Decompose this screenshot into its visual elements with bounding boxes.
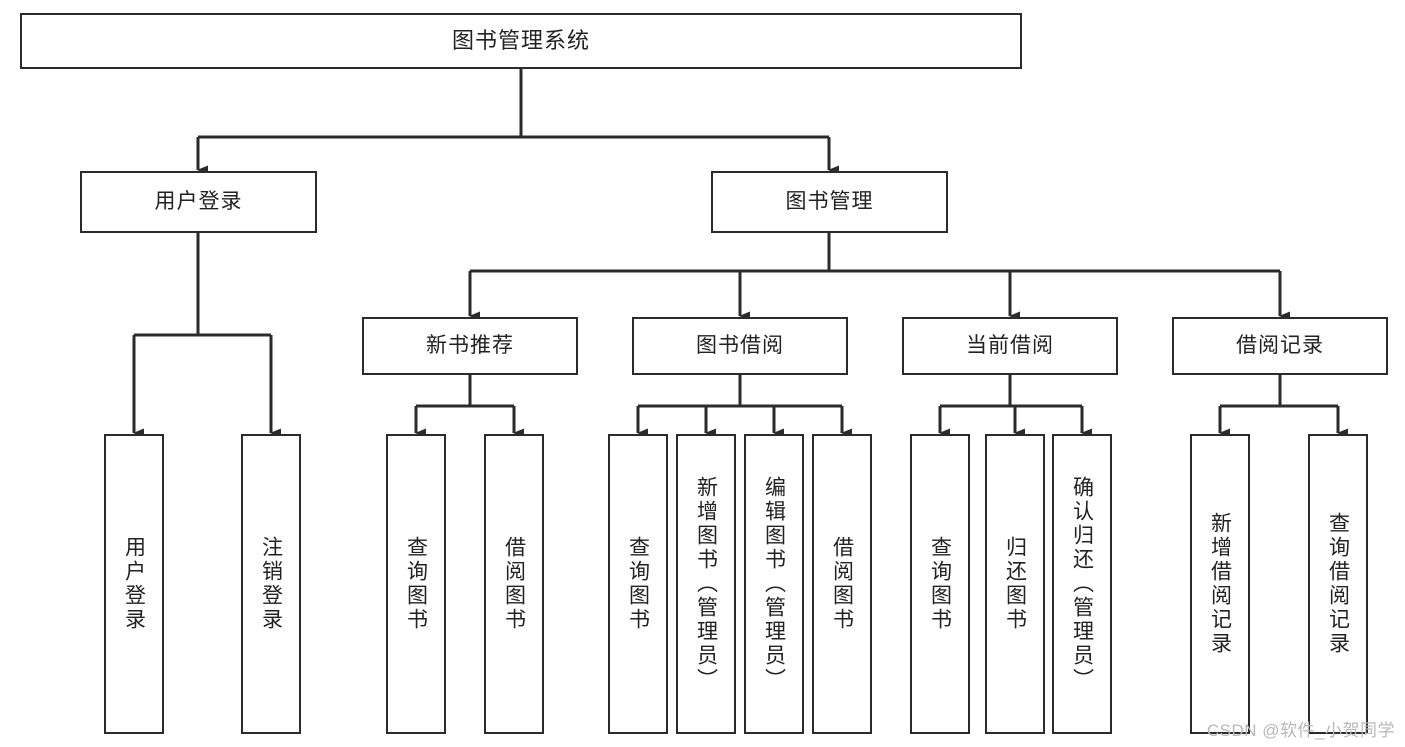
node-root-label: 图书管理系统 xyxy=(451,27,590,53)
node-book-manage-label: 图书管理 xyxy=(785,190,874,214)
node-borrow-record-label: 借阅记录 xyxy=(1236,334,1324,358)
node-leaf-add-book[interactable]: 新增图书（管理员） xyxy=(676,434,736,734)
node-leaf-user-login[interactable]: 用户登录 xyxy=(104,434,164,734)
node-leaf-add-record-label: 新增借阅记录 xyxy=(1208,512,1232,656)
node-leaf-logout[interactable]: 注销登录 xyxy=(241,434,301,734)
node-leaf-borrow-book-1-label: 借阅图书 xyxy=(502,536,526,632)
node-current-borrow-label: 当前借阅 xyxy=(966,334,1054,358)
node-leaf-confirm-return[interactable]: 确认归还（管理员） xyxy=(1052,434,1112,734)
node-root[interactable]: 图书管理系统 xyxy=(20,13,1022,69)
node-new-book-recommend[interactable]: 新书推荐 xyxy=(362,317,578,375)
node-leaf-user-login-label: 用户登录 xyxy=(122,536,146,632)
node-new-book-recommend-label: 新书推荐 xyxy=(426,334,514,358)
node-leaf-edit-book-label: 编辑图书（管理员） xyxy=(762,476,786,692)
node-user-login[interactable]: 用户登录 xyxy=(80,171,317,233)
connector-lines xyxy=(132,69,1348,438)
node-leaf-borrow-book-2-label: 借阅图书 xyxy=(830,536,854,632)
node-leaf-query-book-1-label: 查询图书 xyxy=(404,536,428,632)
node-leaf-query-record[interactable]: 查询借阅记录 xyxy=(1308,434,1368,734)
node-leaf-return-book-label: 归还图书 xyxy=(1003,536,1027,632)
node-leaf-logout-label: 注销登录 xyxy=(259,536,283,632)
node-book-manage[interactable]: 图书管理 xyxy=(711,171,948,233)
node-leaf-query-book-3-label: 查询图书 xyxy=(928,536,952,632)
node-leaf-return-book[interactable]: 归还图书 xyxy=(985,434,1045,734)
node-leaf-borrow-book-1[interactable]: 借阅图书 xyxy=(484,434,544,734)
node-leaf-query-book-3[interactable]: 查询图书 xyxy=(910,434,970,734)
node-leaf-query-record-label: 查询借阅记录 xyxy=(1326,512,1350,656)
node-leaf-query-book-1[interactable]: 查询图书 xyxy=(386,434,446,734)
node-current-borrow[interactable]: 当前借阅 xyxy=(902,317,1118,375)
node-leaf-add-record[interactable]: 新增借阅记录 xyxy=(1190,434,1250,734)
node-book-borrow[interactable]: 图书借阅 xyxy=(632,317,848,375)
node-leaf-query-book-2[interactable]: 查询图书 xyxy=(608,434,668,734)
node-leaf-add-book-label: 新增图书（管理员） xyxy=(694,476,718,692)
node-borrow-record[interactable]: 借阅记录 xyxy=(1172,317,1388,375)
node-leaf-edit-book[interactable]: 编辑图书（管理员） xyxy=(744,434,804,734)
csdn-watermark: CSDN @软件_小贺同学 xyxy=(1206,721,1395,740)
node-user-login-label: 用户登录 xyxy=(154,190,243,214)
node-leaf-confirm-return-label: 确认归还（管理员） xyxy=(1070,476,1094,692)
node-leaf-query-book-2-label: 查询图书 xyxy=(626,536,650,632)
node-book-borrow-label: 图书借阅 xyxy=(696,334,784,358)
node-leaf-borrow-book-2[interactable]: 借阅图书 xyxy=(812,434,872,734)
